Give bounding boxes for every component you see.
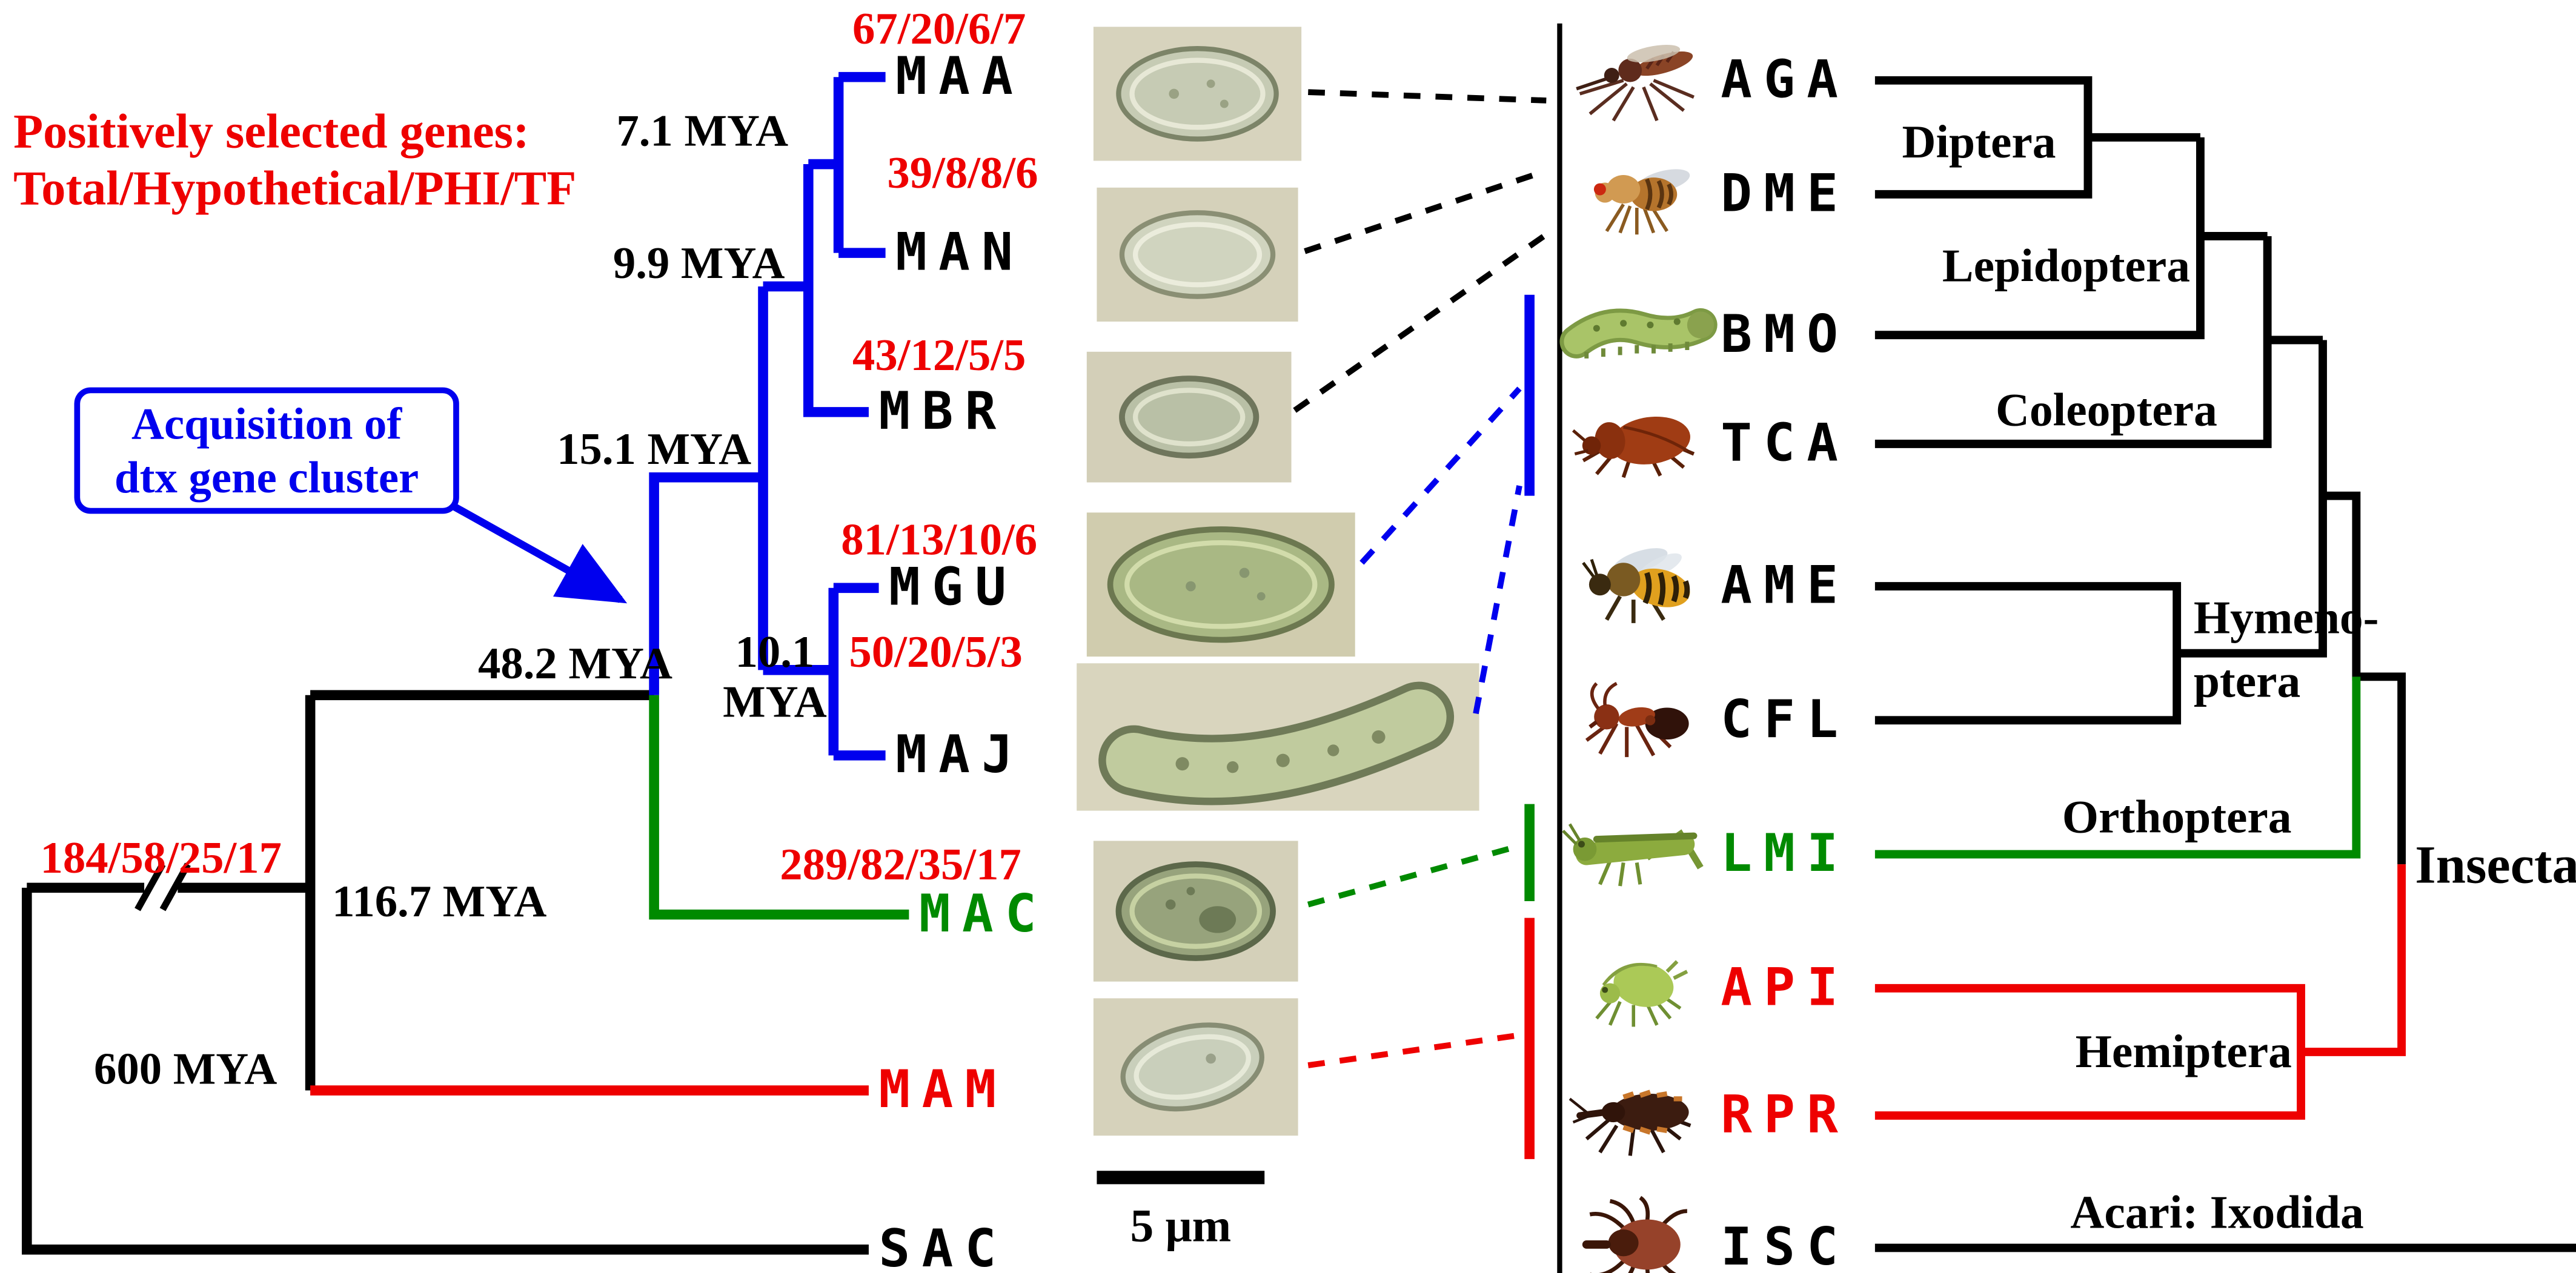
spore-image-man xyxy=(1097,187,1298,322)
host-label-tca: TCA xyxy=(1721,413,1850,474)
order-label-acari: Acari: Ixodida xyxy=(2070,1186,2363,1238)
connector-diptera-dashed xyxy=(1293,89,1549,413)
node-age-9-9: 9.9 MYA xyxy=(613,238,785,288)
host-label-cfl: CFL xyxy=(1721,689,1850,750)
legend-line-2: Total/Hypothetical/PHI/TF xyxy=(13,161,576,215)
order-label-orthoptera: Orthoptera xyxy=(2062,791,2292,843)
spore-host-connectors xyxy=(1293,89,1549,1159)
branch-break-marks xyxy=(134,862,191,911)
ant-image xyxy=(1585,681,1689,758)
tip-label-maa: MAA xyxy=(895,46,1024,107)
node-age-15-1: 15.1 MYA xyxy=(557,424,751,474)
tip-label-sac: SAC xyxy=(879,1218,1008,1273)
annotation-box: Acquisition of dtx gene cluster xyxy=(74,387,628,604)
host-insect-images xyxy=(1559,45,1718,1273)
scale-bar-label: 5 μm xyxy=(1130,1199,1232,1251)
spore-image-maa xyxy=(1093,27,1302,161)
host-label-lmi: LMI xyxy=(1721,823,1850,884)
host-branch-red-hemiptera xyxy=(1874,864,2406,1120)
node-age-116-7: 116.7 MYA xyxy=(332,876,546,927)
tip-label-mgu: MGU xyxy=(889,557,1018,617)
order-label-hymenoptera-2: ptera xyxy=(2194,655,2300,707)
order-label-lepidoptera: Lepidoptera xyxy=(1942,240,2190,292)
order-label-coleoptera: Coleoptera xyxy=(1996,384,2217,436)
order-label-diptera: Diptera xyxy=(1902,116,2056,168)
branch-green-mac xyxy=(649,695,909,920)
node-age-600: 600 MYA xyxy=(94,1043,277,1094)
spore-image-mam xyxy=(1093,998,1298,1136)
silkworm-larva-image xyxy=(1559,308,1718,359)
annotation-box-border xyxy=(74,387,459,514)
host-label-bmo: BMO xyxy=(1721,304,1850,365)
tick-image xyxy=(1582,1195,1688,1273)
annotation-line-2: dtx gene cluster xyxy=(115,452,419,503)
gene-count-man: 39/8/8/6 xyxy=(887,148,1038,198)
host-tree xyxy=(1874,76,2576,1252)
tip-label-man: MAN xyxy=(895,222,1024,282)
gene-count-root: 184/58/25/17 xyxy=(40,833,282,883)
host-label-rpr: RPR xyxy=(1721,1085,1850,1145)
host-label-dme: DME xyxy=(1721,164,1850,224)
tip-label-maj: MAJ xyxy=(895,724,1024,785)
scale-bar: 5 μm xyxy=(1097,1171,1265,1251)
host-label-aga: AGA xyxy=(1721,49,1850,110)
fruit-fly-image xyxy=(1593,169,1690,235)
host-label-ame: AME xyxy=(1721,555,1850,616)
annotation-arrow xyxy=(451,502,628,604)
branch-black xyxy=(21,690,869,1255)
connector-green-dashed xyxy=(1307,843,1521,908)
honeybee-image xyxy=(1582,548,1690,623)
gene-count-mbr: 43/12/5/5 xyxy=(852,330,1026,380)
connector-blue-dashed xyxy=(1359,386,1522,715)
mosquito-image xyxy=(1576,45,1695,122)
spore-image-mgu xyxy=(1086,512,1355,657)
host-label-api: API xyxy=(1721,957,1850,1018)
locust-image xyxy=(1562,823,1704,887)
tip-label-mbr: MBR xyxy=(879,381,1008,441)
tip-label-mam: MAM xyxy=(879,1059,1008,1120)
node-age-10-1-a: 10.1 xyxy=(735,627,815,677)
kissing-bug-image xyxy=(1569,1089,1691,1156)
aphid-image xyxy=(1595,960,1688,1027)
host-label-isc: ISC xyxy=(1721,1217,1850,1273)
flour-beetle-image xyxy=(1572,416,1695,478)
gene-count-mgu: 81/13/10/6 xyxy=(841,515,1037,565)
node-age-48-2: 48.2 MYA xyxy=(478,638,672,689)
annotation-line-1: Acquisition of xyxy=(131,399,402,449)
insecta-label: Insecta xyxy=(2415,836,2576,895)
spore-image-mbr xyxy=(1086,351,1292,483)
spore-panels: 5 μm xyxy=(1077,27,1479,1251)
node-age-7-1: 7.1 MYA xyxy=(616,106,788,156)
spore-image-maj xyxy=(1077,663,1479,811)
gene-count-maa: 67/20/6/7 xyxy=(852,4,1026,54)
microsporidia-tree xyxy=(21,71,909,1255)
legend-line-1: Positively selected genes: xyxy=(13,104,529,158)
gene-count-mac: 289/82/35/17 xyxy=(780,839,1021,890)
spore-image-mac xyxy=(1093,841,1298,982)
gene-count-maj: 50/20/5/3 xyxy=(849,627,1022,677)
branch-blue-clade xyxy=(649,71,886,761)
order-label-hymenoptera-1: Hymeno- xyxy=(2194,591,2379,643)
host-branch-green-lmi xyxy=(1874,676,2361,859)
node-age-10-1-b: MYA xyxy=(723,677,827,727)
tip-label-mac: MAC xyxy=(919,884,1048,944)
order-label-hemiptera: Hemiptera xyxy=(2076,1025,2292,1077)
connector-red-dashed xyxy=(1307,1032,1520,1068)
